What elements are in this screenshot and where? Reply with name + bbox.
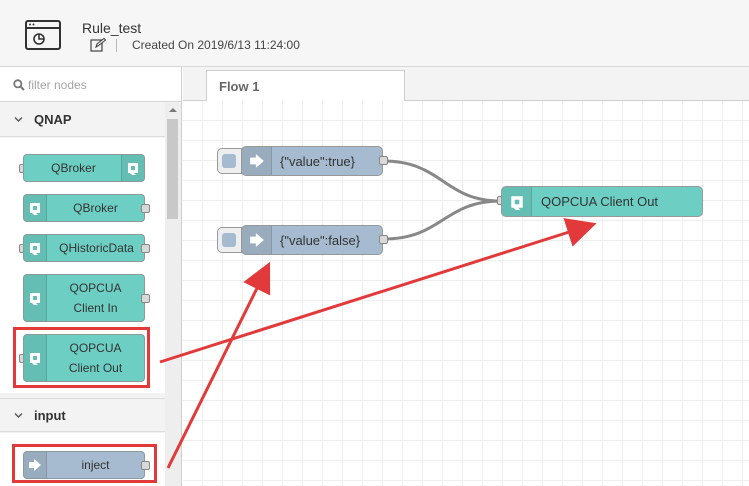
palette-node-qhistoricdata[interactable]: QHistoricData: [23, 234, 145, 262]
node-label: inject: [81, 458, 110, 472]
rule-title: Rule_test: [82, 20, 142, 36]
output-port: [141, 294, 150, 303]
header-divider: [116, 39, 117, 52]
edit-icon[interactable]: [90, 38, 106, 52]
highlight-box-inject: [12, 444, 157, 483]
inject-arrow-icon: [24, 452, 47, 478]
qnap-icon: [121, 155, 144, 181]
inject-arrow-icon: [242, 226, 272, 254]
palette-node-qbroker-out[interactable]: QBroker: [23, 194, 145, 222]
chevron-down-icon: [14, 413, 23, 418]
output-port: [141, 461, 150, 470]
filter-nodes-input[interactable]: [28, 76, 168, 94]
filter-bar: [0, 67, 181, 102]
qnap-icon: [24, 335, 47, 381]
category-body-qnap: QBroker QBroker QHistoricData: [0, 138, 165, 393]
inject-trigger-button[interactable]: [217, 148, 242, 174]
scroll-up-arrow-icon[interactable]: [166, 105, 180, 115]
node-label: QHistoricData: [59, 241, 134, 255]
category-header-qnap[interactable]: QNAP: [0, 103, 165, 137]
category-header-input[interactable]: input: [0, 398, 165, 432]
category-label: input: [34, 408, 66, 423]
rule-app-icon: [25, 20, 61, 50]
tab-label: Flow 1: [219, 79, 260, 94]
output-port: [141, 244, 150, 253]
flow-workspace[interactable]: {"value":true} {"value":false} QOPCUA Cl…: [183, 101, 749, 486]
category-body-input: inject: [0, 433, 165, 486]
node-label: {"value":true}: [280, 153, 356, 169]
node-label: QBroker: [73, 201, 118, 215]
flow-node-inject-true[interactable]: {"value":true}: [241, 146, 383, 176]
search-icon: [13, 79, 25, 91]
app-header: Rule_test Created On 2019/6/13 11:24:00: [0, 0, 749, 67]
tab-flow-1[interactable]: Flow 1: [206, 70, 405, 102]
qnap-icon: [502, 187, 532, 216]
flow-node-inject-false[interactable]: {"value":false}: [241, 225, 383, 255]
scrollbar-thumb[interactable]: [167, 119, 178, 219]
node-label-line1: QOPCUA: [69, 341, 122, 355]
flow-tab-bar: Flow 1: [183, 67, 749, 102]
palette-node-qopcua-client-out[interactable]: QOPCUA Client Out: [23, 334, 145, 382]
inject-trigger-button[interactable]: [217, 227, 242, 253]
qnap-icon: [24, 275, 47, 321]
palette-node-qbroker-in[interactable]: QBroker: [23, 154, 145, 182]
wire-false-to-client-out[interactable]: [382, 199, 502, 241]
created-on-text: Created On 2019/6/13 11:24:00: [132, 38, 300, 52]
node-label-line1: QOPCUA: [69, 281, 122, 295]
node-label: QBroker: [51, 161, 96, 175]
output-port[interactable]: [379, 156, 388, 165]
qnap-icon: [24, 195, 47, 221]
wire-true-to-client-out[interactable]: [382, 159, 502, 203]
node-palette: QNAP QBroker QBroker QHistoricData: [0, 67, 182, 486]
flow-node-qopcua-client-out[interactable]: QOPCUA Client Out: [501, 186, 703, 217]
node-label-line2: Client Out: [68, 361, 123, 375]
category-label: QNAP: [34, 112, 72, 127]
inject-arrow-icon: [242, 147, 272, 175]
inject-button-face: [222, 233, 236, 247]
chevron-down-icon: [14, 117, 23, 122]
output-port: [141, 204, 150, 213]
highlight-box-qopcua-client-out: [13, 327, 150, 388]
inject-button-face: [222, 154, 236, 168]
palette-node-qopcua-client-in[interactable]: QOPCUA Client In: [23, 274, 145, 322]
node-label: QOPCUA Client Out: [541, 194, 659, 209]
qnap-icon: [24, 235, 47, 261]
node-label-line2: Client In: [73, 301, 118, 315]
node-label: {"value":false}: [280, 232, 361, 248]
output-port[interactable]: [379, 235, 388, 244]
